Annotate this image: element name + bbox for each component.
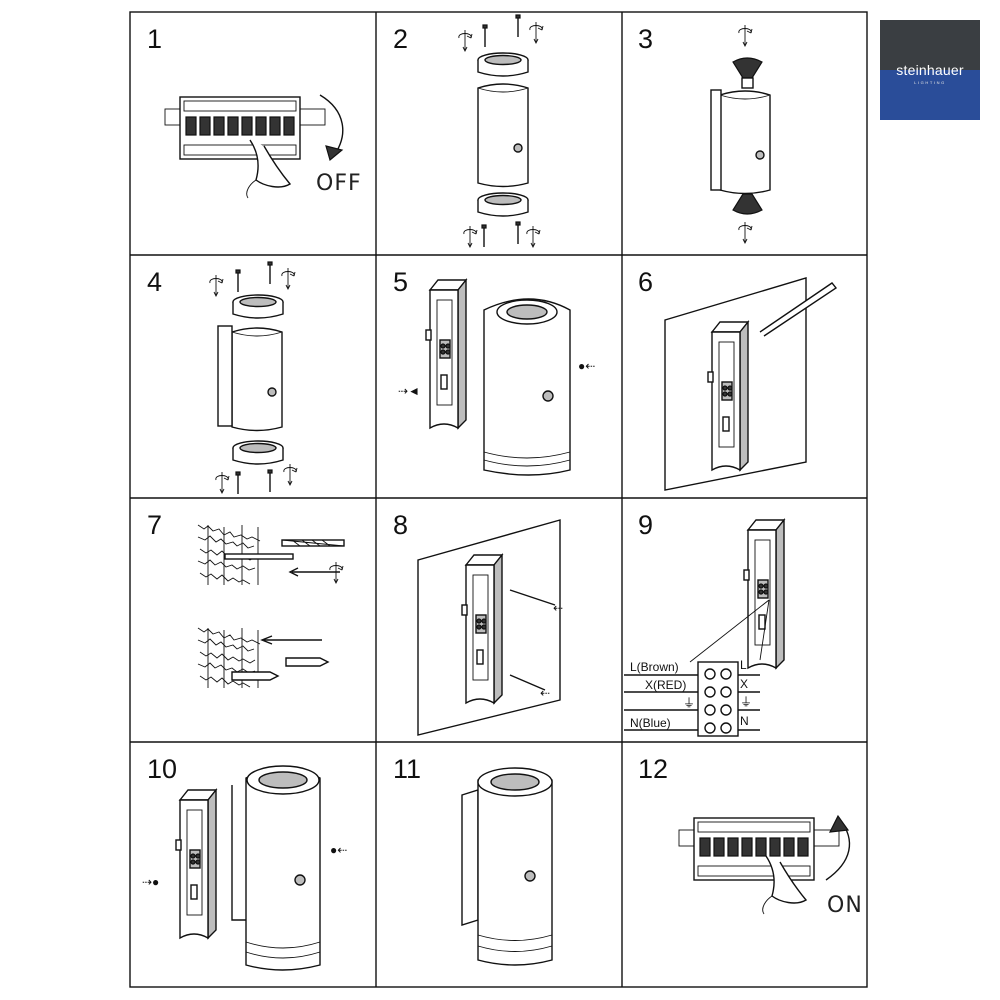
screw-icon	[481, 224, 487, 248]
screw-arrow-icon: ●⇠	[578, 359, 595, 373]
lamp-body-icon	[483, 298, 571, 476]
screw-icon	[509, 589, 556, 606]
lamp-body-icon	[477, 770, 553, 966]
screw-icon	[509, 674, 546, 691]
switch-off-label: OFF	[316, 171, 362, 196]
terminal-label-x: X	[740, 677, 748, 691]
screw-arrow-icon: ⇢●	[142, 875, 159, 889]
screw-icon	[515, 221, 521, 245]
step-12-breaker-on: ON	[678, 814, 863, 918]
lamp-body-icon	[719, 90, 771, 195]
bulb-icon	[732, 193, 763, 215]
wall-plane	[417, 519, 561, 736]
step-7-drill-and-plug	[197, 524, 345, 689]
rotate-icon	[283, 463, 298, 486]
breaker-panel-icon	[164, 96, 326, 160]
step-number-7: 7	[147, 510, 162, 540]
terminal-block	[697, 661, 739, 737]
screw-arrow-icon: ⇠	[553, 601, 563, 615]
breaker-panel-icon	[678, 817, 840, 881]
step-number-2: 2	[393, 24, 408, 54]
bottom-ring-icon	[477, 192, 529, 217]
step-number-1: 1	[147, 24, 162, 54]
top-ring-icon	[232, 294, 284, 319]
pencil-icon	[759, 282, 838, 337]
step-3-insert-bulbs	[710, 24, 771, 244]
wire-label-x: X(RED)	[645, 678, 686, 692]
step-number-10: 10	[147, 754, 177, 784]
step-11-finished-lamp	[461, 767, 553, 966]
mounting-box-icon	[707, 321, 749, 471]
screw-icon	[235, 471, 241, 495]
rotate-icon	[738, 221, 753, 244]
terminal-label-neutral: N	[740, 714, 749, 728]
logo-wordmark: steinhauer	[896, 62, 964, 78]
screw-arrow-icon: ⇠	[540, 686, 550, 700]
rotate-icon	[526, 225, 541, 248]
step-1-breaker-off: OFF	[164, 94, 362, 199]
step-number-9: 9	[638, 510, 653, 540]
rotate-icon	[458, 29, 473, 52]
wire-label-live: L(Brown)	[630, 660, 679, 674]
rotate-icon	[209, 274, 224, 297]
rotate-icon	[463, 225, 478, 248]
top-ring-icon	[477, 52, 529, 77]
lamp-body-icon	[245, 768, 321, 971]
terminal-label-live: L	[740, 658, 747, 672]
step-6-mark-holes	[664, 277, 838, 491]
step-number-11: 11	[393, 754, 421, 784]
screw-icon	[482, 24, 488, 48]
step-number-3: 3	[638, 24, 653, 54]
step-2-remove-rings	[458, 14, 544, 248]
mounting-box-icon	[175, 789, 217, 939]
screw-icon	[267, 469, 273, 493]
switch-on-label: ON	[827, 893, 863, 918]
step-number-5: 5	[393, 267, 408, 297]
step-9-wiring: L(Brown) X(RED) ⏚ N(Blue) L X ⏚ N	[624, 519, 785, 737]
screw-icon	[515, 14, 521, 38]
step-4-refit-rings	[209, 261, 298, 495]
screw-icon	[235, 269, 241, 293]
step-10-reattach-lamp: ⇢● ●⇠	[142, 765, 347, 971]
step-8-fix-mounting-box: ⇠ ⇠	[417, 519, 563, 736]
screw-arrow-icon: ⇢◄	[398, 384, 420, 398]
step-number-12: 12	[638, 754, 668, 784]
step-number-4: 4	[147, 267, 162, 297]
rotate-icon	[738, 24, 753, 47]
mounting-box-icon	[461, 554, 503, 704]
logo-top-band	[880, 20, 980, 70]
step-number-6: 6	[638, 267, 653, 297]
wire-label-earth: ⏚	[683, 696, 695, 710]
mounting-box-icon	[425, 279, 467, 429]
step-grid	[129, 11, 868, 988]
wire-label-neutral: N(Blue)	[630, 716, 671, 730]
screw-icon	[267, 261, 273, 285]
rotate-icon	[215, 471, 230, 494]
rotate-icon	[281, 267, 296, 290]
step-5-separate-mounting-box: ⇢◄ ●⇠	[398, 279, 595, 476]
lamp-body-icon	[477, 83, 529, 188]
terminal-label-earth: ⏚	[740, 695, 752, 709]
bulb-icon	[732, 57, 763, 79]
brand-logo: steinhauer LIGHTING	[880, 20, 980, 120]
wall-plug-icon	[285, 657, 330, 667]
wall-plane	[664, 277, 807, 491]
logo-bottom-band	[880, 70, 980, 120]
rotate-icon	[529, 21, 544, 44]
lamp-body-icon	[231, 327, 283, 432]
step-number-8: 8	[393, 510, 408, 540]
bottom-ring-icon	[232, 440, 284, 465]
screw-arrow-icon: ●⇠	[330, 843, 347, 857]
logo-tagline: LIGHTING	[914, 80, 946, 85]
mounting-box-icon	[743, 519, 785, 669]
